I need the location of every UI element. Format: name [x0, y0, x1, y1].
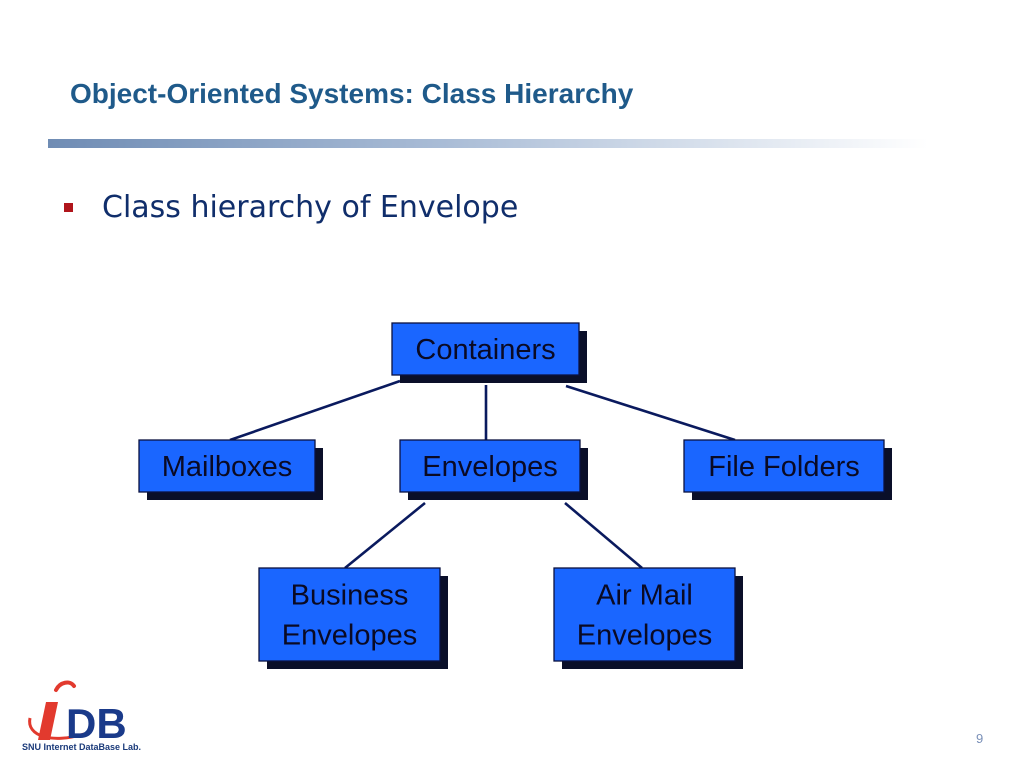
node-mailboxes: Mailboxes — [138, 439, 323, 500]
edge-envelopes-to-air-mail-envelopes — [564, 502, 643, 569]
slide-title: Object-Oriented Systems: Class Hierarchy — [70, 78, 634, 109]
node-box — [553, 567, 736, 662]
page-number: 9 — [976, 731, 984, 746]
edge-envelopes-to-business-envelopes — [344, 501, 426, 570]
logo-mark: DB — [66, 700, 127, 747]
logo-caption: SNU Internet DataBase Lab. — [22, 742, 142, 752]
node-box — [399, 439, 581, 493]
node-box — [391, 322, 580, 376]
node-containers: Containers — [391, 322, 587, 383]
bullet-text: Class hierarchy of Envelope — [102, 190, 519, 225]
diagram-edges — [229, 379, 736, 570]
node-file-folders: File Folders — [683, 439, 892, 500]
node-label: Mailboxes — [162, 451, 293, 483]
title-underline — [48, 139, 928, 148]
bullet-square-icon — [64, 203, 73, 212]
node-label: File Folders — [708, 451, 860, 483]
node-label: Envelopes — [282, 620, 417, 652]
node-box — [258, 567, 441, 662]
idb-logo: DB — [28, 680, 127, 747]
node-label: Containers — [415, 334, 555, 366]
node-envelopes: Envelopes — [399, 439, 588, 500]
edge-containers-to-file-folders — [565, 384, 736, 442]
node-label: Envelopes — [577, 620, 712, 652]
edge-containers-to-mailboxes — [229, 379, 401, 442]
node-box — [683, 439, 885, 493]
node-label: Business — [291, 580, 409, 612]
node-label: Air Mail — [596, 580, 693, 612]
node-label: Envelopes — [422, 451, 557, 483]
node-box — [138, 439, 316, 493]
